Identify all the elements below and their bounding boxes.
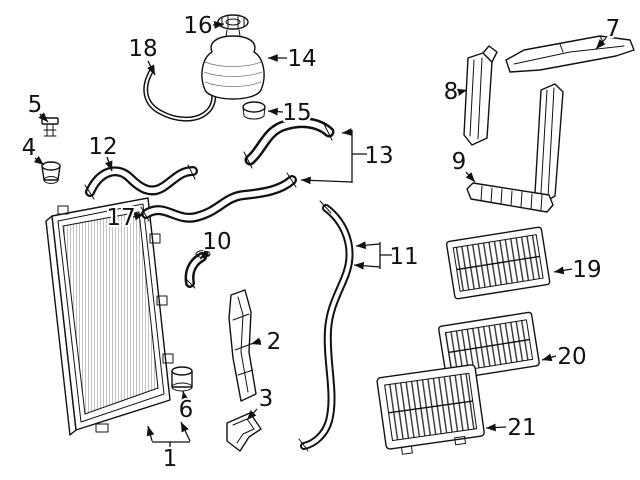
reservoir-cap-drawing [217, 14, 249, 30]
callout-label-6: 6 [179, 397, 194, 423]
callout-label-9: 9 [452, 149, 467, 175]
leader-arrow [246, 408, 258, 421]
bracket-3-drawing [226, 412, 262, 452]
callout-label-3: 3 [259, 386, 274, 412]
callout-label-13: 13 [364, 143, 393, 169]
leader-arrow [181, 390, 189, 402]
callout-7[interactable]: 7 [595, 14, 622, 50]
cap-seal-drawing [242, 101, 266, 120]
leader-arrow [38, 112, 49, 123]
hose-17-drawing [140, 172, 297, 223]
grommet-4-drawing [41, 161, 61, 184]
callout-label-18: 18 [128, 36, 157, 62]
clip-5-drawing [41, 117, 59, 137]
leader-arrow [180, 421, 191, 442]
callout-label-4: 4 [22, 135, 37, 161]
vent-hose-11-drawing [298, 200, 354, 452]
leader-arrow [146, 425, 155, 442]
callout-20[interactable]: 20 [541, 342, 589, 372]
callout-1[interactable]: 1 [146, 421, 191, 474]
callout-9[interactable]: 9 [450, 147, 476, 183]
leader-line [379, 242, 392, 269]
callout-15[interactable]: 15 [267, 98, 314, 128]
callout-12[interactable]: 12 [86, 132, 120, 172]
callout-4[interactable]: 4 [20, 133, 45, 166]
callout-14[interactable]: 14 [268, 44, 319, 74]
fitting-6-drawing [171, 366, 193, 392]
leader-arrow [267, 107, 284, 116]
crossmember-9-drawing [466, 182, 554, 213]
callout-17[interactable]: 17 [104, 203, 145, 233]
shutter-20-drawing [438, 311, 540, 381]
leader-arrow [105, 156, 113, 172]
leader-arrow [147, 60, 156, 76]
callout-6[interactable]: 6 [177, 390, 195, 425]
callout-label-17: 17 [106, 205, 135, 231]
callout-label-1: 1 [163, 446, 178, 472]
leader-line [351, 130, 367, 183]
leader-arrow [485, 423, 507, 432]
radiator-drawing [45, 197, 174, 436]
callout-label-12: 12 [88, 134, 117, 160]
leader-arrow [553, 266, 573, 275]
callout-2[interactable]: 2 [250, 327, 283, 357]
callout-label-15: 15 [282, 100, 311, 126]
leader-arrow [33, 155, 45, 166]
leader-arrow [353, 261, 381, 270]
connector-pipe-drawing [184, 250, 211, 289]
leader-arrow [456, 88, 468, 97]
bracket-2-drawing [228, 289, 257, 402]
shutter-19-drawing [445, 226, 551, 300]
callout-label-2: 2 [267, 329, 282, 355]
callout-label-11: 11 [389, 244, 418, 270]
callout-label-8: 8 [444, 79, 459, 105]
callout-label-10: 10 [202, 229, 231, 255]
callout-18[interactable]: 18 [126, 34, 160, 76]
leader-arrow [341, 128, 353, 136]
callout-3[interactable]: 3 [246, 384, 275, 421]
callout-8[interactable]: 8 [442, 77, 468, 107]
callout-21[interactable]: 21 [485, 413, 539, 443]
callout-label-20: 20 [557, 344, 586, 370]
callout-label-21: 21 [507, 415, 536, 441]
callout-label-16: 16 [183, 13, 212, 39]
callout-label-14: 14 [287, 46, 316, 72]
leader-arrow [132, 212, 145, 221]
leader-arrow [355, 241, 381, 250]
callout-label-5: 5 [28, 92, 43, 118]
leader-arrow [595, 37, 607, 50]
overflow-hose-drawing [143, 67, 217, 122]
callout-13[interactable]: 13 [300, 128, 396, 185]
leader-arrow [465, 171, 476, 183]
upper-hose-13-drawing [243, 117, 335, 169]
leader-arrow [212, 20, 225, 29]
callout-10[interactable]: 10 [199, 227, 234, 260]
leader-arrow [199, 249, 210, 260]
radiator-hose-12-drawing [84, 164, 198, 200]
leader-arrow [541, 353, 557, 362]
leader-arrow [300, 176, 353, 185]
shutter-21-drawing [376, 364, 485, 455]
leader-arrow [250, 337, 262, 345]
callout-label-19: 19 [572, 257, 601, 283]
support-8-drawing [463, 45, 498, 146]
callout-5[interactable]: 5 [26, 90, 49, 123]
support-8b-drawing [534, 83, 564, 204]
callout-16[interactable]: 16 [181, 11, 225, 41]
leader-line [152, 441, 190, 449]
callout-19[interactable]: 19 [553, 255, 604, 285]
expansion-tank-drawing [201, 29, 265, 100]
callout-label-7: 7 [606, 16, 621, 42]
callout-11[interactable]: 11 [353, 241, 421, 272]
